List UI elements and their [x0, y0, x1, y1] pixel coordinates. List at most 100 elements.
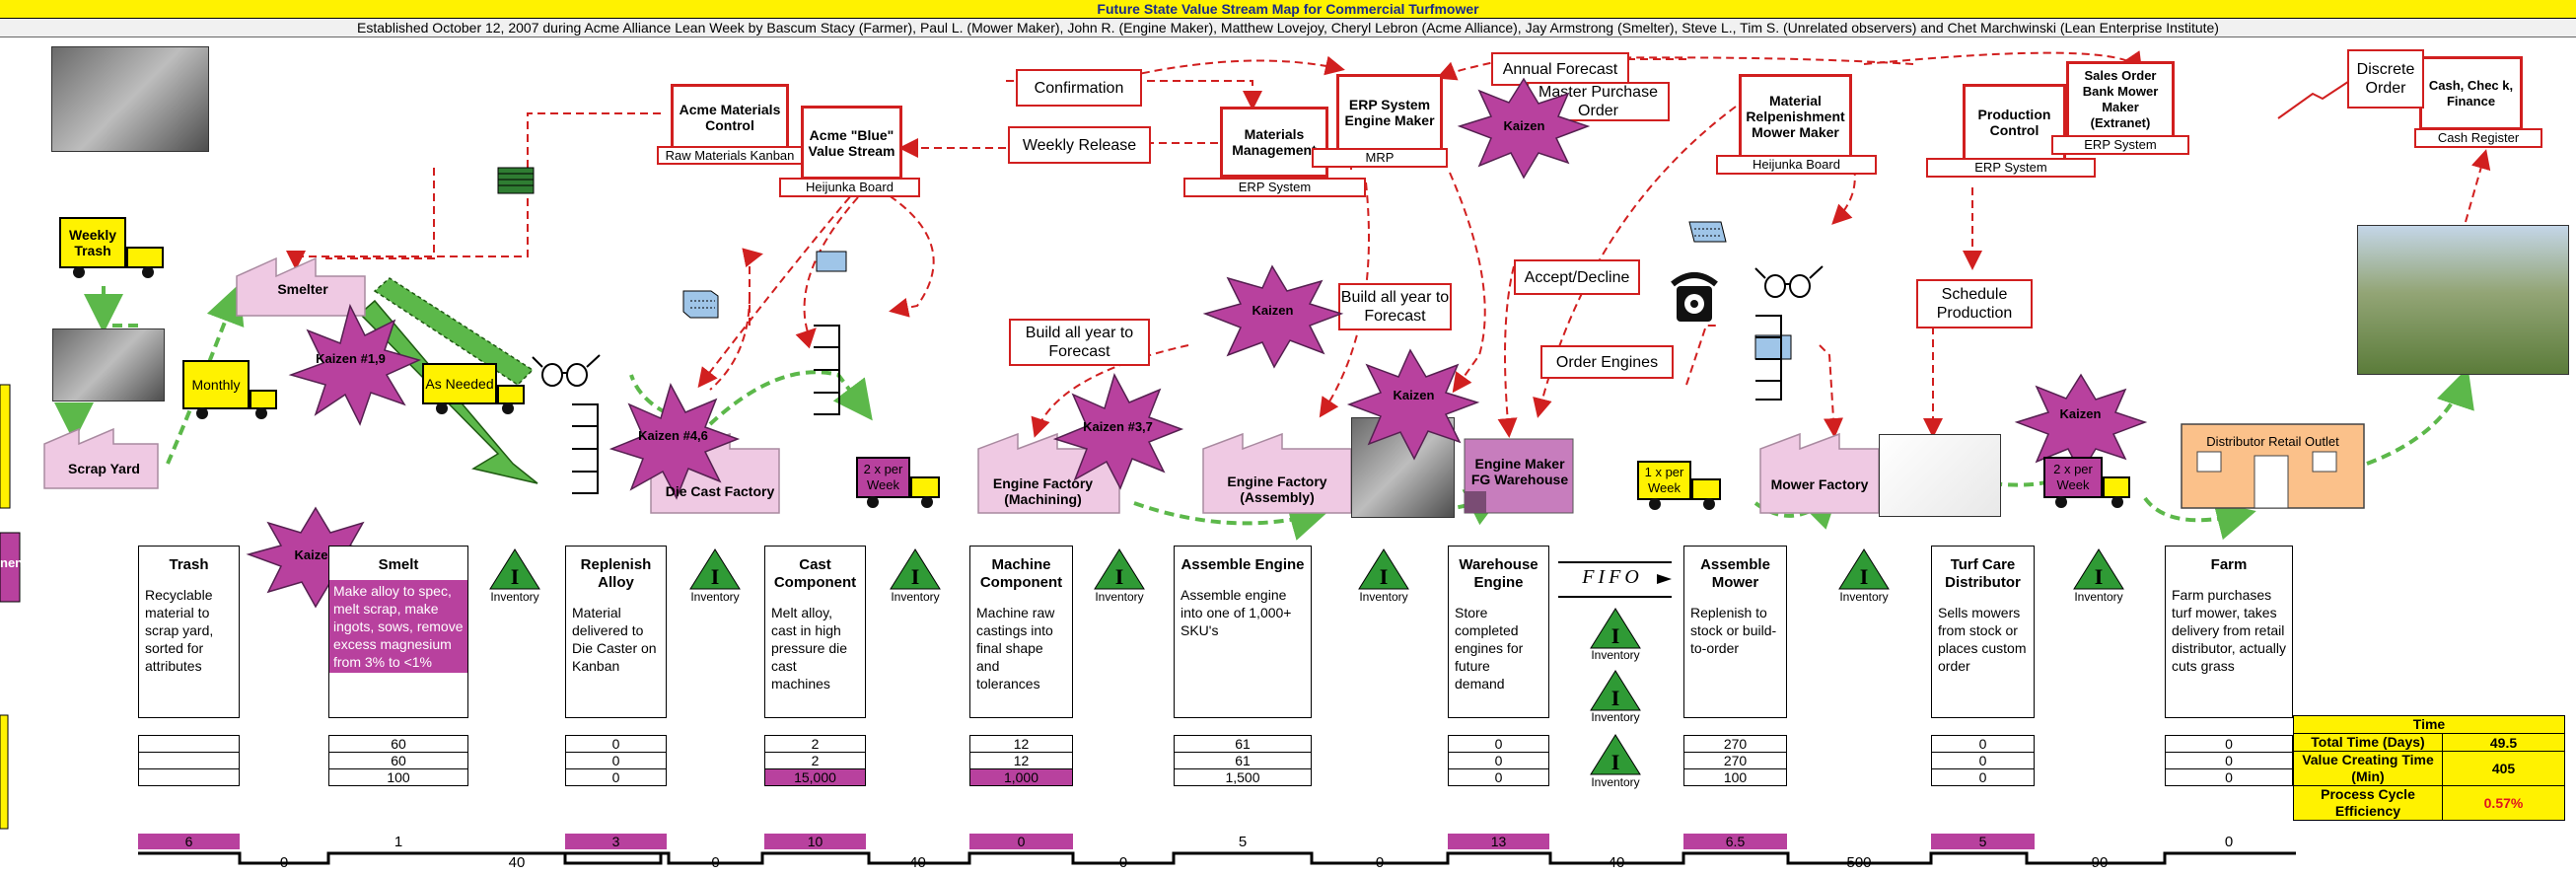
data-cell: 270: [1684, 736, 1786, 753]
die-cast-factory-label: Die Cast Factory: [665, 483, 775, 499]
process-description: Make alloy to spec, melt scrap, make ing…: [329, 580, 467, 673]
inventory-label: Inventory: [490, 590, 539, 604]
wait-time-value: 0: [711, 854, 720, 871]
data-cell: 1,500: [1225, 769, 1260, 785]
kaizen-1-label: Kaizen #1,9: [316, 351, 386, 366]
erp-system-1: ERP System: [1183, 178, 1366, 197]
process-time-value: 0: [2224, 834, 2234, 850]
master-purchase-order-callout: Master Purchase Order: [1527, 82, 1670, 121]
process-description: Sells mowers from stock or places custom…: [1938, 605, 2027, 674]
annual-forecast-callout: Annual Forecast: [1491, 52, 1629, 86]
process-description: Material delivered to Die Caster on Kanb…: [572, 605, 657, 674]
two-per-week-truck-2: 2 x per Week: [2043, 457, 2103, 498]
kaizen-8-label: Kaizen: [294, 547, 336, 562]
kaizen-6-label: Kaizen: [1503, 118, 1545, 133]
wait-time-value: 40: [909, 854, 926, 871]
two-per-week-truck-1: 2 x per Week: [856, 457, 910, 498]
raw-materials-kanban: Raw Materials Kanban: [657, 146, 803, 165]
weekly-release-callout: Weekly Release: [1008, 126, 1151, 164]
smelter-label: Smelter: [277, 281, 328, 297]
farm-photo: [2357, 225, 2569, 375]
data-cell: 12: [970, 753, 1072, 769]
confirmation-callout: Confirmation: [1016, 69, 1142, 107]
process-name: Assemble Engine: [1181, 556, 1305, 573]
sales-order-bank: Sales Order Bank Mower Maker (Extranet): [2066, 61, 2175, 138]
process-description: Recyclable material to scrap yard, sorte…: [145, 587, 214, 674]
scrap-photo: [52, 328, 165, 401]
wait-time-value: 40: [508, 854, 526, 871]
value-creating-value: 405: [2491, 761, 2516, 776]
data-cell: 0: [1449, 736, 1548, 753]
wait-time-value: 0: [1375, 854, 1385, 871]
svg-text:I: I: [1611, 686, 1620, 710]
distributor-label: Distributor Retail Outlet: [2206, 434, 2339, 449]
data-cell: [139, 736, 239, 753]
erp-system-engine-maker: ERP System Engine Maker: [1336, 74, 1443, 151]
material-replenishment: Material Relpenishment Mower Maker: [1739, 74, 1852, 158]
one-per-week-truck: 1 x per Week: [1637, 461, 1691, 500]
kaizen-5-label: Kaizen: [1393, 388, 1435, 402]
data-cell: 2: [765, 736, 865, 753]
data-cell: 100: [387, 769, 410, 785]
data-cell: 0: [566, 736, 666, 753]
engine-assembly-label: Engine Factory (Assembly): [1227, 474, 1327, 505]
data-cell: 12: [970, 736, 1072, 753]
scrap-yard-label: Scrap Yard: [68, 461, 140, 476]
process-time-value: 1: [394, 834, 403, 850]
data-cell: 0: [1494, 769, 1503, 785]
data-cell: 0: [1932, 753, 2034, 769]
data-cell: 0: [2166, 736, 2292, 753]
wait-time-value: 0: [1118, 854, 1128, 871]
time-metrics-table: Time Total Time (Days) 49.5 Value Creati…: [2293, 715, 2565, 821]
truck-cab: [910, 476, 940, 498]
inventory-label: Inventory: [1839, 590, 1889, 604]
data-cell: 0: [566, 753, 666, 769]
kaizen-4-label: Kaizen: [1252, 303, 1294, 318]
kaizen-7-label: Kaizen: [2059, 406, 2102, 421]
metrics-header: Time: [2412, 716, 2446, 732]
weekly-trash-truck: Weekly Trash: [59, 217, 126, 268]
process-name: Replenish Alloy: [580, 556, 652, 591]
process-description: Assemble engine into one of 1,000+ SKU's: [1181, 587, 1292, 638]
value-creating-label: Value Creating Time (Min): [2294, 752, 2443, 785]
kaizen-3-label: Kaizen #3,7: [1083, 419, 1153, 434]
process-name: Turf Care Distributor: [1945, 556, 2021, 591]
inventory-label: Inventory: [1591, 775, 1640, 789]
engine-machining-label: Engine Factory (Machining): [992, 475, 1094, 507]
process-time-value: 0: [969, 834, 1073, 849]
erp-system-3: ERP System: [2051, 135, 2189, 155]
data-cell: 0: [1932, 736, 2034, 753]
process-time-value: 5: [1238, 834, 1248, 850]
cash-check-finance: Cash, Chec k, Finance: [2419, 56, 2523, 130]
inventory-label: Inventory: [1591, 710, 1640, 724]
data-cell: 0: [1978, 769, 1987, 785]
acme-blue-value-stream: Acme "Blue" Value Stream: [801, 106, 902, 180]
svg-text:I: I: [1611, 623, 1620, 648]
heijunka-board-2: Heijunka Board: [1716, 155, 1877, 175]
svg-text:I: I: [2095, 564, 2104, 589]
data-cell: 100: [1723, 769, 1748, 785]
wait-time-value: 500: [1846, 854, 1872, 871]
wait-time-value: 40: [1608, 854, 1625, 871]
mower-factory-label: Mower Factory: [1770, 476, 1869, 492]
truck-cab: [126, 247, 164, 268]
data-cell: 61: [1175, 753, 1311, 769]
materials-management: Materials Management: [1220, 107, 1328, 178]
process-time-value: 5: [1931, 834, 2035, 849]
metric-row: Process Cycle Efficiency 0.57%: [2294, 785, 2564, 820]
build-all-year-callout-1: Build all year to Forecast: [1009, 319, 1150, 366]
accept-decline-callout: Accept/Decline: [1514, 259, 1640, 295]
inventory-label: Inventory: [1591, 648, 1640, 662]
